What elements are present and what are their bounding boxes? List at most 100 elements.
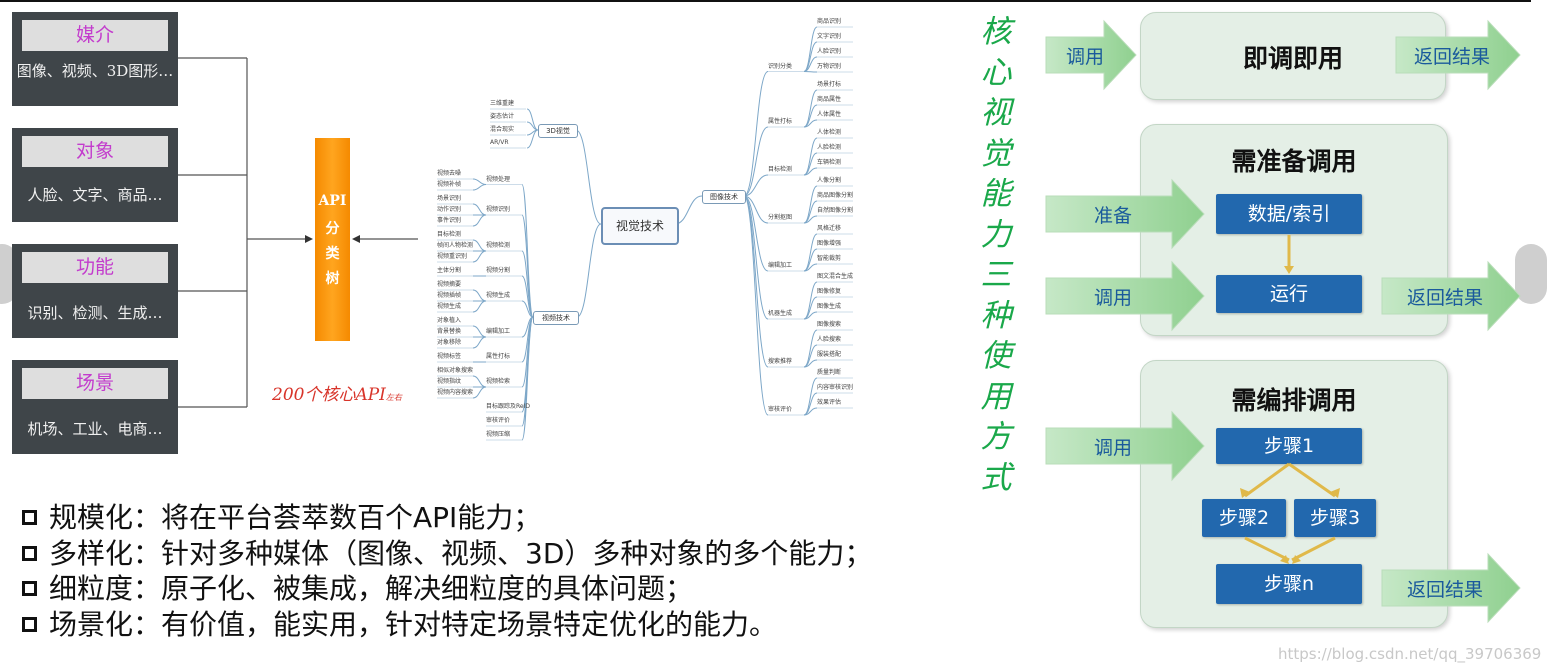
mindmap-video-leaf[interactable]: 对象植入 — [437, 317, 462, 324]
mindmap-video-leaf[interactable]: 视频生成 — [437, 303, 462, 310]
mindmap-image-leaf[interactable]: 图文混合生成 — [817, 273, 854, 280]
mindmap-branch-video[interactable]: 视频技术 — [533, 311, 579, 325]
mindmap-video-group[interactable]: 视频生成 — [486, 292, 511, 299]
mindmap-leaf[interactable]: AR/VR — [490, 139, 509, 146]
bullet-item: 场景化：有价值，能实用，针对特定场景特定优化的能力。 — [22, 607, 872, 643]
mindmap-root[interactable]: 视觉技术 — [601, 207, 679, 245]
mindmap-leaf[interactable]: 三维重建 — [490, 100, 515, 107]
mindmap-image-leaf[interactable]: 服装搭配 — [817, 351, 842, 358]
mindmap-branch-3d[interactable]: 3D视觉 — [538, 124, 578, 138]
mindmap-video-leaf[interactable]: 对象移除 — [437, 339, 462, 346]
mindmap-image-leaf[interactable]: 人脸识别 — [817, 48, 842, 55]
mindmap-image-leaf[interactable]: 人脸搜索 — [817, 336, 842, 343]
mindmap-image-leaf[interactable]: 人体检测 — [817, 129, 842, 136]
mindmap-video-group[interactable]: 审核评价 — [486, 417, 511, 424]
run-box[interactable]: 运行 — [1216, 275, 1362, 313]
mindmap-image-leaf[interactable]: 内容审核识别 — [817, 384, 854, 391]
step2-box[interactable]: 步骤2 — [1202, 499, 1286, 537]
mindmap-video-leaf[interactable]: 视频标签 — [437, 353, 462, 360]
mindmap-image-leaf[interactable]: 文字识别 — [817, 33, 842, 40]
mindmap-video-leaf[interactable]: 视频补帧 — [437, 181, 462, 188]
category-card-media: 媒介 图像、视频、3D图形… — [12, 12, 178, 106]
bullet-text: 多样化：针对多种媒体（图像、视频、3D）多种对象的多个能力； — [49, 536, 873, 570]
mindmap-image-leaf[interactable]: 图像修复 — [817, 288, 842, 295]
mindmap-video-group[interactable]: 视频压缩 — [486, 431, 511, 438]
mindmap-image-leaf[interactable]: 质量判断 — [817, 369, 842, 376]
mindmap-image-group[interactable]: 搜索推荐 — [768, 358, 793, 365]
mindmap-video-leaf[interactable]: 目标检测 — [437, 231, 462, 238]
mindmap-image-leaf[interactable]: 图像增强 — [817, 240, 842, 247]
mindmap-image-leaf[interactable]: 自然图像分割 — [817, 207, 854, 214]
next-slide-handle[interactable] — [1515, 244, 1547, 304]
mindmap-image-leaf[interactable]: 人体属性 — [817, 111, 842, 118]
mindmap-video-group[interactable]: 视频识别 — [486, 206, 511, 213]
mindmap-image-leaf[interactable]: 智能裁剪 — [817, 255, 842, 262]
mindmap-image-group[interactable]: 识别分类 — [768, 62, 793, 70]
mindmap-video-group[interactable]: 视频检索 — [486, 378, 511, 385]
arrow-right-icon — [1395, 19, 1521, 91]
mindmap-image-group[interactable]: 目标检测 — [768, 166, 793, 173]
mindmap-video-leaf[interactable]: 事件识别 — [437, 217, 462, 224]
mindmap-video-group[interactable]: 目标跟踪及ReID — [486, 403, 530, 410]
arrow-label: 调用 — [1094, 286, 1133, 309]
mindmap-image-group[interactable]: 机器生成 — [768, 310, 793, 317]
mindmap-video-group[interactable]: 视频处理 — [486, 175, 511, 183]
mindmap-branch-image[interactable]: 图像技术 — [702, 190, 746, 204]
step1-box[interactable]: 步骤1 — [1216, 428, 1362, 464]
mindmap-image-group[interactable]: 分割抠图 — [768, 214, 793, 221]
mindmap-video-leaf[interactable]: 视频摘要 — [437, 281, 462, 288]
mindmap-image-leaf[interactable]: 商品识别 — [817, 18, 842, 25]
prepare-arrow[interactable]: 准备 — [1045, 178, 1206, 250]
mindmap-video-leaf[interactable]: 帧间人物检测 — [437, 242, 474, 249]
mindmap-video-leaf[interactable]: 视频指纹 — [437, 378, 462, 385]
stepn-box[interactable]: 步骤n — [1216, 564, 1362, 604]
call-arrow-instant[interactable]: 调用 — [1045, 19, 1138, 91]
data-index-box[interactable]: 数据/索引 — [1216, 194, 1362, 234]
api-classification-tree: API 分 类 树 — [315, 138, 350, 341]
mindmap-leaf[interactable]: 姿态估计 — [490, 113, 515, 120]
mindmap-video-group[interactable]: 视频分割 — [486, 267, 511, 274]
return-arrow-prepare[interactable]: 返回结果 — [1381, 260, 1522, 332]
mindmap-video-group[interactable]: 编辑加工 — [486, 328, 511, 335]
mindmap-video-leaf[interactable]: 主体分割 — [437, 267, 462, 274]
mindmap-leaf[interactable]: 混合现实 — [490, 126, 515, 133]
api-char: 类 — [325, 246, 340, 262]
step3-box[interactable]: 步骤3 — [1294, 499, 1376, 537]
card-title: 对象 — [22, 136, 168, 167]
mindmap-image-leaf[interactable]: 场景打标 — [817, 81, 842, 88]
mindmap-link — [472, 300, 487, 313]
mindmap-image-group[interactable]: 属性打标 — [768, 118, 793, 125]
mindmap-image-leaf[interactable]: 万物识别 — [817, 63, 842, 70]
mindmap-image-leaf[interactable]: 图像生成 — [817, 303, 842, 310]
mindmap-video-leaf[interactable]: 视频插帧 — [437, 292, 462, 299]
mindmap-image-leaf[interactable]: 人脸检测 — [817, 144, 842, 151]
mindmap-image-leaf[interactable]: 风格迁移 — [817, 225, 842, 232]
mindmap-video-leaf[interactable]: 背景替换 — [437, 328, 462, 335]
mindmap-video-leaf[interactable]: 视频去噪 — [437, 170, 462, 177]
mindmap-image-leaf[interactable]: 效果评估 — [817, 399, 842, 406]
mindmap-image-group[interactable]: 编辑加工 — [768, 262, 793, 269]
mindmap-video-group[interactable]: 属性打标 — [486, 353, 511, 360]
mindmap-video-leaf[interactable]: 场景识别 — [437, 195, 462, 202]
bullet-item: 规模化：将在平台荟萃数百个API能力； — [22, 500, 872, 536]
checkbox-square-icon — [22, 616, 37, 632]
mindmap-image-leaf[interactable]: 图像搜索 — [817, 321, 842, 328]
mindmap-video-leaf[interactable]: 视频内容搜索 — [437, 389, 474, 396]
mindmap-video-group[interactable]: 视频检测 — [486, 242, 511, 249]
return-arrow-orchestrate[interactable]: 返回结果 — [1381, 552, 1522, 624]
mindmap-image-leaf[interactable]: 人像分割 — [817, 177, 842, 184]
mindmap-image-leaf[interactable]: 商品属性 — [817, 96, 842, 103]
vertical-title-char: 方 — [980, 419, 1012, 455]
mindmap-image-group[interactable]: 审核评价 — [768, 406, 793, 413]
call-arrow-prepare[interactable]: 调用 — [1045, 260, 1206, 332]
mindmap-video-leaf[interactable]: 相似对象搜索 — [437, 367, 474, 374]
mindmap-image-leaf[interactable]: 车辆检测 — [817, 159, 842, 166]
return-arrow-instant[interactable]: 返回结果 — [1395, 19, 1522, 91]
arrow-right-icon — [1045, 178, 1205, 250]
arrow-label: 返回结果 — [1406, 286, 1483, 309]
mindmap-video-leaf[interactable]: 动作识别 — [437, 206, 462, 213]
mindmap-image-leaf[interactable]: 商品图像分割 — [817, 192, 854, 199]
mindmap-video-leaf[interactable]: 视频重识别 — [437, 253, 468, 260]
api-note-small: 左右 — [385, 393, 402, 402]
call-arrow-orchestrate[interactable]: 调用 — [1045, 410, 1206, 482]
